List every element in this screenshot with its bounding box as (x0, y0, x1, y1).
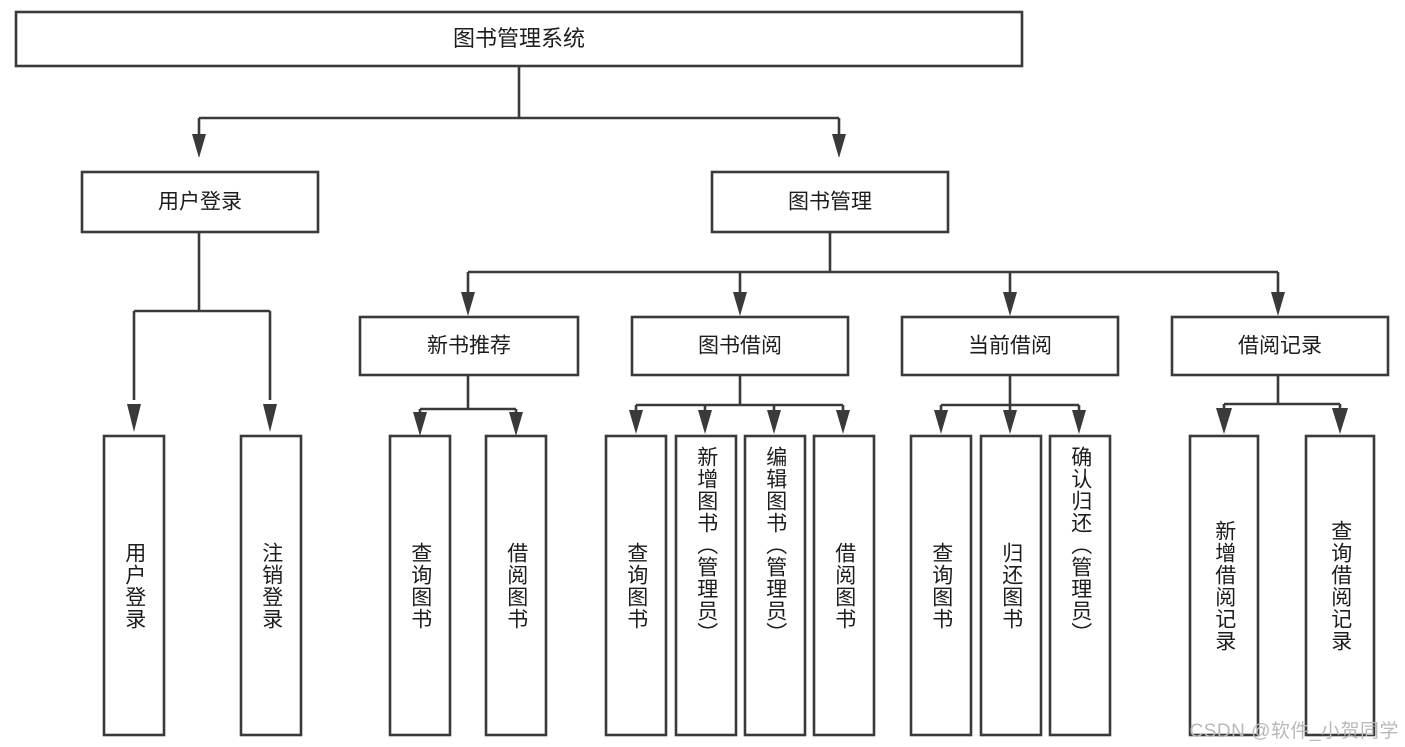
connector-group-current-borrow (934, 375, 1086, 434)
leaf-box-query-borrow-record[interactable] (1304, 434, 1376, 737)
node-borrow-record-label: 借阅记录 (1238, 335, 1322, 358)
arrow-head-currentborrow-2 (1003, 410, 1017, 434)
connector-group-book-manage (461, 232, 1285, 316)
arrow-head-bookmanage-2 (733, 292, 747, 316)
leaf-box-query-book-current[interactable] (909, 434, 973, 737)
node-borrow-record[interactable]: 借阅记录 (1170, 315, 1390, 377)
leaf-box-user-login[interactable] (102, 434, 166, 737)
arrow-head-bookmanage-1 (461, 292, 475, 316)
arrow-head-userlogin-2 (263, 404, 277, 432)
node-user-login-box[interactable] (80, 170, 320, 234)
leaf-box-add-borrow-record[interactable] (1188, 434, 1260, 737)
leaf-box-group-current-borrow (909, 434, 1112, 737)
node-root-book-management-system[interactable]: 图书管理系统 (14, 10, 1024, 68)
arrow-head-borrowrecord-2 (1332, 408, 1348, 434)
node-current-borrow[interactable]: 当前借阅 (900, 315, 1120, 377)
node-root-box[interactable] (14, 10, 1024, 68)
arrow-head-root-2 (832, 134, 846, 158)
node-book-borrow-label: 图书借阅 (698, 335, 782, 358)
connector-group-new-book (413, 375, 523, 436)
leaf-box-group-user-login (102, 434, 303, 737)
arrow-head-bookmanage-3 (1003, 292, 1017, 316)
arrow-head-currentborrow-1 (934, 410, 948, 434)
arrow-head-bookmanage-4 (1271, 292, 1285, 316)
arrow-head-bookborrow-3 (767, 410, 781, 434)
node-current-borrow-box[interactable] (900, 315, 1120, 377)
leaf-box-logout-login[interactable] (239, 434, 303, 737)
arrow-head-bookborrow-2 (698, 410, 712, 434)
leaf-box-group-new-book (388, 434, 548, 737)
node-new-book-recommend-label: 新书推荐 (427, 335, 511, 358)
node-user-login[interactable]: 用户登录 (80, 170, 320, 234)
arrow-head-root-1 (192, 134, 206, 158)
connector-group-borrow-record (1216, 375, 1348, 434)
leaf-box-edit-book-admin[interactable] (743, 434, 807, 737)
node-borrow-record-box[interactable] (1170, 315, 1390, 377)
node-book-borrow-box[interactable] (630, 315, 850, 377)
arrow-head-borrowrecord-1 (1216, 408, 1232, 434)
node-book-borrow[interactable]: 图书借阅 (630, 315, 850, 377)
node-book-management-label: 图书管理 (788, 191, 872, 214)
arrow-head-currentborrow-3 (1072, 410, 1086, 434)
arrow-head-newbook-2 (509, 412, 523, 436)
leaf-box-return-book[interactable] (979, 434, 1043, 737)
node-current-borrow-label: 当前借阅 (968, 335, 1052, 358)
node-user-login-label: 用户登录 (158, 191, 242, 214)
leaf-box-confirm-return-admin[interactable] (1048, 434, 1112, 737)
connector-group-book-borrow (629, 375, 850, 434)
connector-group-root (192, 66, 846, 158)
connector-group-user-login (127, 232, 277, 432)
leaf-box-group-book-borrow (604, 434, 876, 737)
arrow-head-userlogin-1 (127, 404, 141, 432)
arrow-head-newbook-1 (413, 412, 427, 436)
arrow-head-bookborrow-4 (836, 410, 850, 434)
leaf-box-group-borrow-record (1188, 434, 1376, 737)
node-new-book-recommend[interactable]: 新书推荐 (358, 315, 580, 377)
leaf-box-add-book-admin[interactable] (674, 434, 738, 737)
node-book-management[interactable]: 图书管理 (710, 170, 950, 234)
leaf-box-query-book-borrow[interactable] (604, 434, 668, 737)
leaf-box-borrow-book-newbook[interactable] (484, 434, 548, 737)
arrow-head-bookborrow-1 (629, 410, 643, 434)
node-root-label: 图书管理系统 (453, 26, 585, 51)
leaf-box-borrow-book[interactable] (812, 434, 876, 737)
node-book-management-box[interactable] (710, 170, 950, 234)
node-new-book-recommend-box[interactable] (358, 315, 580, 377)
leaf-box-query-book-newbook[interactable] (388, 434, 452, 737)
